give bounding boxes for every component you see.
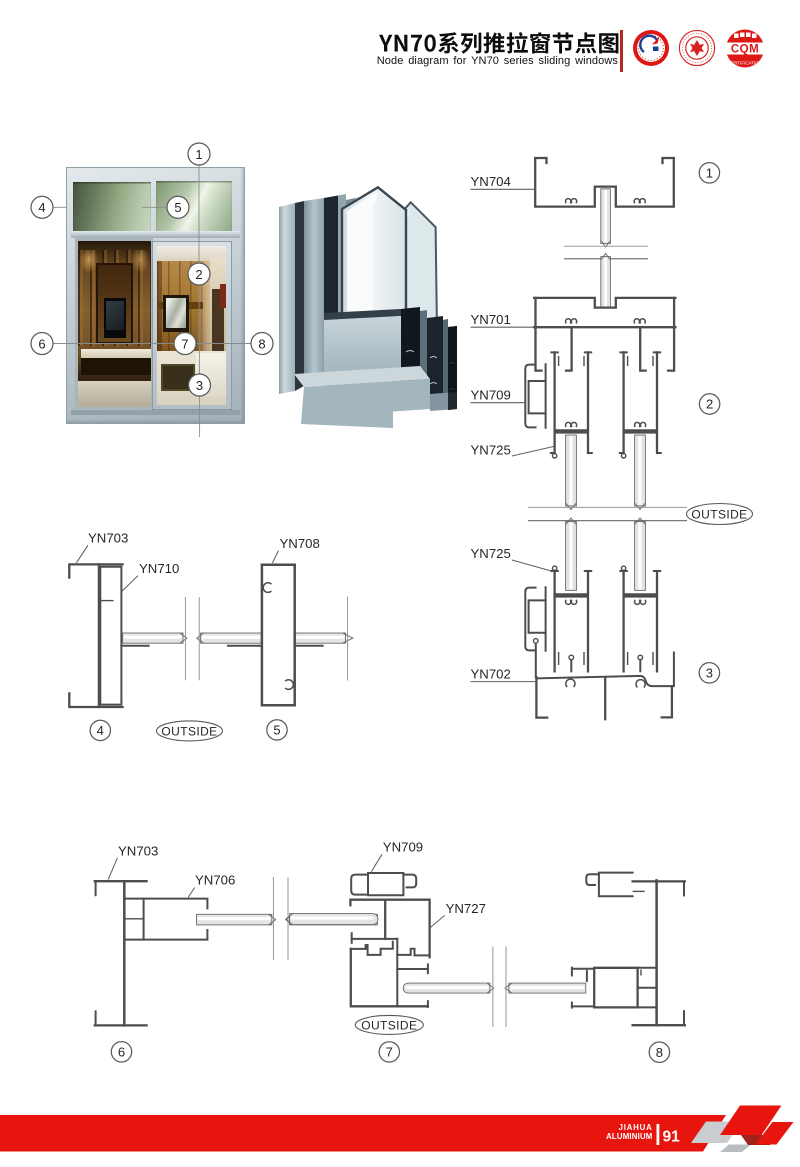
svg-text:YN725: YN725 [471,443,511,458]
svg-text:OUTSIDE: OUTSIDE [691,507,747,521]
svg-text:7: 7 [386,1045,393,1060]
svg-text:1: 1 [706,166,713,181]
svg-text:YN710: YN710 [139,561,179,576]
svg-text:YN703: YN703 [118,843,158,858]
svg-text:YN709: YN709 [383,840,423,855]
svg-text:CERTIFICATION: CERTIFICATION [728,61,762,66]
svg-text:YN702: YN702 [471,667,511,682]
svg-text:2: 2 [195,267,202,282]
svg-text:YN706: YN706 [195,873,235,888]
svg-text:CQM: CQM [731,44,759,56]
svg-text:8: 8 [656,1045,663,1060]
svg-text:YN725: YN725 [471,546,511,561]
svg-text:3: 3 [196,378,203,393]
svg-text:7: 7 [181,336,188,351]
svg-text:YN703: YN703 [88,531,128,546]
svg-text:YN701: YN701 [471,312,511,327]
svg-text:5: 5 [174,200,181,215]
svg-text:1: 1 [195,147,202,162]
svg-text:5: 5 [273,723,280,738]
svg-text:6: 6 [38,336,45,351]
svg-text:2: 2 [706,397,713,412]
svg-text:8: 8 [258,336,265,351]
svg-text:YN704: YN704 [471,174,511,189]
svg-text:OUTSIDE: OUTSIDE [161,724,217,738]
svg-text:JIAHUA: JIAHUA [619,1123,653,1132]
svg-text:OUTSIDE: OUTSIDE [361,1018,417,1032]
svg-text:91: 91 [663,1129,681,1146]
svg-text:YN727: YN727 [446,901,486,916]
svg-text:3: 3 [706,666,713,681]
svg-text:YN709: YN709 [471,388,511,403]
svg-text:6: 6 [118,1045,125,1060]
svg-text:4: 4 [97,723,104,738]
svg-text:YN708: YN708 [280,536,320,551]
svg-text:ALUMINIUM: ALUMINIUM [606,1132,652,1141]
svg-text:4: 4 [38,200,45,215]
